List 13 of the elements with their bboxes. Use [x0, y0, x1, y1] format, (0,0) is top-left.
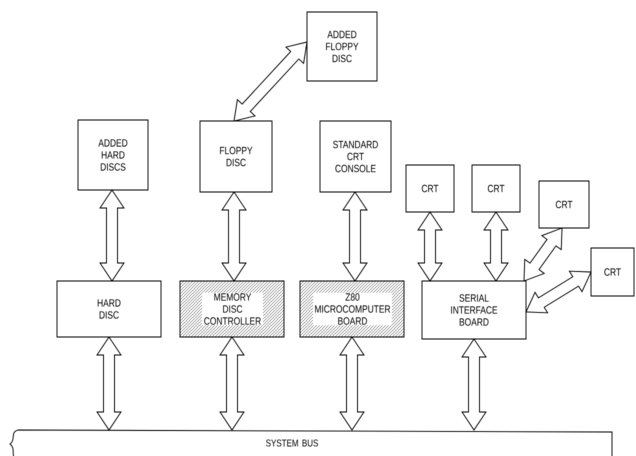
block-box: ADDED FLOPPY DISC: [306, 12, 378, 82]
hatched-block-box: Z80 MICROCOMPUTER BOARD: [300, 280, 404, 338]
block-box: CRT: [590, 248, 634, 296]
block-box: ADDED HARD DISCS: [78, 120, 148, 190]
block-box: CRT: [406, 164, 454, 212]
block-box: CRT: [472, 164, 520, 212]
block-box: HARD DISC: [56, 280, 162, 338]
hatched-block-box: MEMORY DISC CONTROLLER: [180, 280, 284, 338]
block-box: CRT: [538, 180, 590, 228]
block-box: SERIAL INTERFACE BOARD: [422, 280, 526, 340]
system-bus-band: SYSTEM BUS: [10, 430, 612, 456]
block-box: FLOPPY DISC: [200, 120, 272, 192]
block-box: STANDARD CRT CONSOLE: [320, 120, 392, 192]
